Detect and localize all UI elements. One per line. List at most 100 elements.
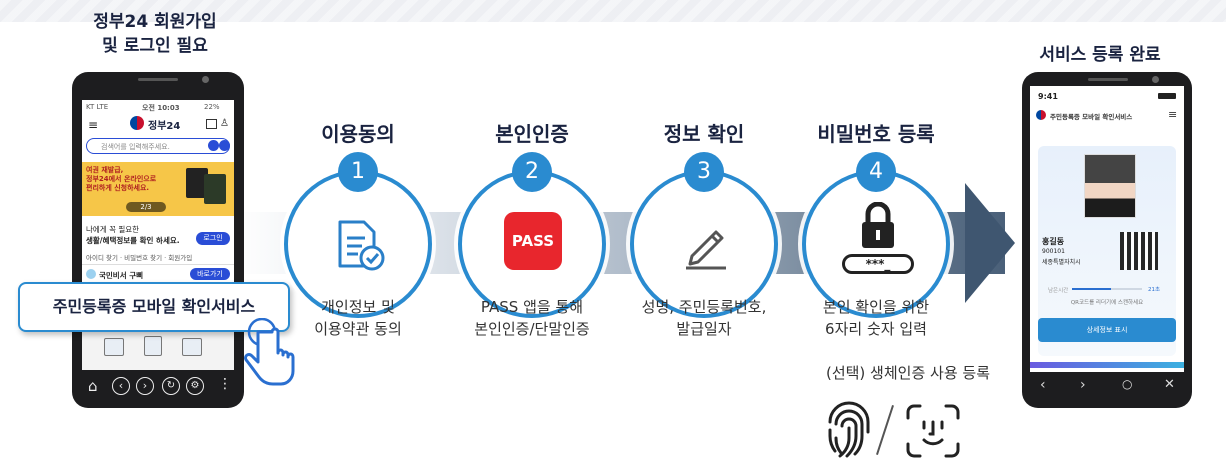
- detail-info-button[interactable]: 상세정보 표시: [1038, 318, 1176, 342]
- menu-icon[interactable]: ≡: [88, 118, 99, 132]
- search-icon[interactable]: [219, 140, 230, 151]
- document-icon[interactable]: [144, 336, 162, 356]
- document-check-icon: [338, 220, 385, 271]
- login-button[interactable]: 로그인: [196, 232, 230, 245]
- left-phone-navbar: ⌂ ‹ › ↻ ⚙ ⋮: [82, 374, 234, 400]
- app-title: 주민등록증 모바일 확인서비스: [1050, 113, 1133, 121]
- app-logo-text: 정부24: [148, 121, 181, 132]
- camera-right: [1152, 76, 1159, 83]
- step2-desc-line1: PASS 앱을 통해: [480, 298, 584, 316]
- step3-description: 성명, 주민등록번호, 발급일자: [604, 296, 804, 340]
- face-id-icon: [906, 404, 960, 458]
- search-input[interactable]: 검색어를 입력해주세요.: [86, 138, 230, 154]
- back-icon[interactable]: ‹: [112, 377, 130, 395]
- mobile-id-card: 홍길동 900101 세종특별자치시 남은시간 21초 QR코드를 리더기에 스…: [1038, 146, 1176, 356]
- qr-hint: QR코드를 리더기에 스캔하세요: [1070, 300, 1144, 306]
- passport-image: [186, 168, 208, 198]
- user-icon[interactable]: ♙: [220, 118, 229, 129]
- status-battery: 22%: [204, 103, 220, 111]
- battery-icon: [1158, 93, 1176, 99]
- id-photo: [1084, 154, 1136, 218]
- lock-icon: [862, 202, 894, 248]
- step1-number-badge: 1: [338, 152, 378, 192]
- step2-number-badge: 2: [512, 152, 552, 192]
- quick-menu: [82, 326, 234, 370]
- marquee-bar: [1030, 362, 1184, 368]
- password-field-icon: ***_: [842, 254, 914, 274]
- step4-description: 본인 확인을 위한 6자리 숫자 입력: [776, 296, 976, 340]
- speaker-right: [1088, 78, 1128, 81]
- settings-icon[interactable]: ⚙: [186, 377, 204, 395]
- right-phone-navbar: ‹ › ○ ✕: [1030, 374, 1184, 400]
- step1-desc-line2: 이용약관 동의: [314, 320, 402, 338]
- login-prompt: 나에게 꼭 필요한 생활/혜택정보를 확인 하세요.: [86, 224, 180, 246]
- more-icon[interactable]: ⋮: [218, 376, 232, 392]
- shortcut-button[interactable]: 바로가기: [190, 268, 230, 280]
- top-decorative-strip: [0, 0, 1226, 22]
- mobile-id-service-callout[interactable]: 주민등록증 모바일 확인서비스: [18, 282, 290, 332]
- step4-desc-line1: 본인 확인을 위한: [822, 298, 930, 316]
- wallet-icon[interactable]: [206, 119, 217, 129]
- hand-pointer-icon: [244, 318, 295, 386]
- forward-icon[interactable]: ›: [1080, 377, 1086, 393]
- home-icon[interactable]: ⌂: [88, 377, 98, 395]
- step1-description: 개인정보 및 이용약관 동의: [258, 296, 458, 340]
- holder-address: 세종특별자치시: [1042, 259, 1081, 266]
- government-logo-icon: [1036, 110, 1046, 120]
- refresh-icon[interactable]: ○: [1122, 377, 1133, 391]
- step1-title: 이용동의: [321, 122, 395, 146]
- pen-edit-icon: [686, 230, 726, 270]
- divider: [82, 264, 234, 265]
- fingerprint-icon: [828, 401, 870, 458]
- timer-track: [1072, 288, 1142, 290]
- step2-title: 본인인증: [495, 122, 569, 146]
- search-placeholder: 검색어를 입력해주세요.: [101, 143, 170, 151]
- step1-desc-line1: 개인정보 및: [321, 298, 395, 316]
- banner-line3: 편리하게 신청하세요.: [86, 184, 150, 192]
- optional-biometric-note: (선택) 생체인증 사용 등록: [825, 364, 990, 382]
- right-heading: 서비스 등록 완료: [1039, 45, 1161, 65]
- step3-number-badge: 3: [684, 152, 724, 192]
- camera: [202, 76, 209, 83]
- status-time: 오전 10:03: [142, 104, 180, 112]
- promo-banner[interactable]: 여권 재발급, 정부24에서 온라인으로 편리하게 신청하세요. 2/3: [82, 162, 234, 216]
- timer-fill: [1072, 288, 1111, 290]
- step2-circle: PASS: [458, 170, 606, 318]
- step3-desc-line1: 성명, 주민등록번호,: [641, 298, 767, 316]
- timer-value: 21초: [1148, 287, 1161, 293]
- banner-pagination[interactable]: 2/3: [126, 202, 166, 212]
- status-time-right: 9:41: [1038, 92, 1058, 101]
- certificate-icon[interactable]: [182, 338, 202, 356]
- holder-name: 홍길동: [1042, 237, 1065, 246]
- assistant-service-label: 국민비서 구삐: [99, 271, 144, 280]
- mic-icon[interactable]: [208, 140, 219, 151]
- timer-label: 남은시간: [1048, 288, 1069, 294]
- step4-title: 비밀번호 등록: [817, 122, 935, 146]
- government-logo-icon: [130, 116, 144, 130]
- forward-icon[interactable]: ›: [136, 377, 154, 395]
- pass-app-icon: PASS: [504, 212, 562, 270]
- step3-title: 정보 확인: [663, 122, 745, 146]
- login-line1: 나에게 꼭 필요한: [86, 225, 140, 234]
- close-icon[interactable]: ✕: [1164, 377, 1175, 392]
- speaker: [138, 78, 178, 81]
- step4-desc-line2: 6자리 숫자 입력: [825, 320, 927, 338]
- status-carrier: KT LTE: [86, 103, 109, 111]
- passport-image-2: [204, 174, 226, 204]
- step4-number-badge: 4: [856, 152, 896, 192]
- banner-line1: 여권 재발급,: [86, 166, 124, 174]
- holder-birth: 900101: [1042, 248, 1065, 255]
- step4-circle: ***_: [802, 170, 950, 318]
- login-line2: 생활/혜택정보를 확인 하세요.: [86, 236, 180, 245]
- refresh-icon[interactable]: ↻: [162, 377, 180, 395]
- id-card-icon[interactable]: [104, 338, 124, 356]
- assistant-icon: [86, 269, 96, 279]
- back-icon[interactable]: ‹: [1040, 377, 1046, 393]
- account-links[interactable]: 아이디 찾기 · 비밀번호 찾기 · 회원가입: [86, 254, 193, 262]
- qr-code-icon[interactable]: [1120, 232, 1158, 270]
- step2-description: PASS 앱을 통해 본인인증/단말인증: [432, 296, 632, 340]
- process-arrowhead: [965, 183, 1015, 303]
- menu-icon[interactable]: ≡: [1168, 108, 1178, 121]
- step3-desc-line2: 발급일자: [676, 320, 732, 338]
- left-heading-line1: 정부24 회원가입: [93, 12, 217, 32]
